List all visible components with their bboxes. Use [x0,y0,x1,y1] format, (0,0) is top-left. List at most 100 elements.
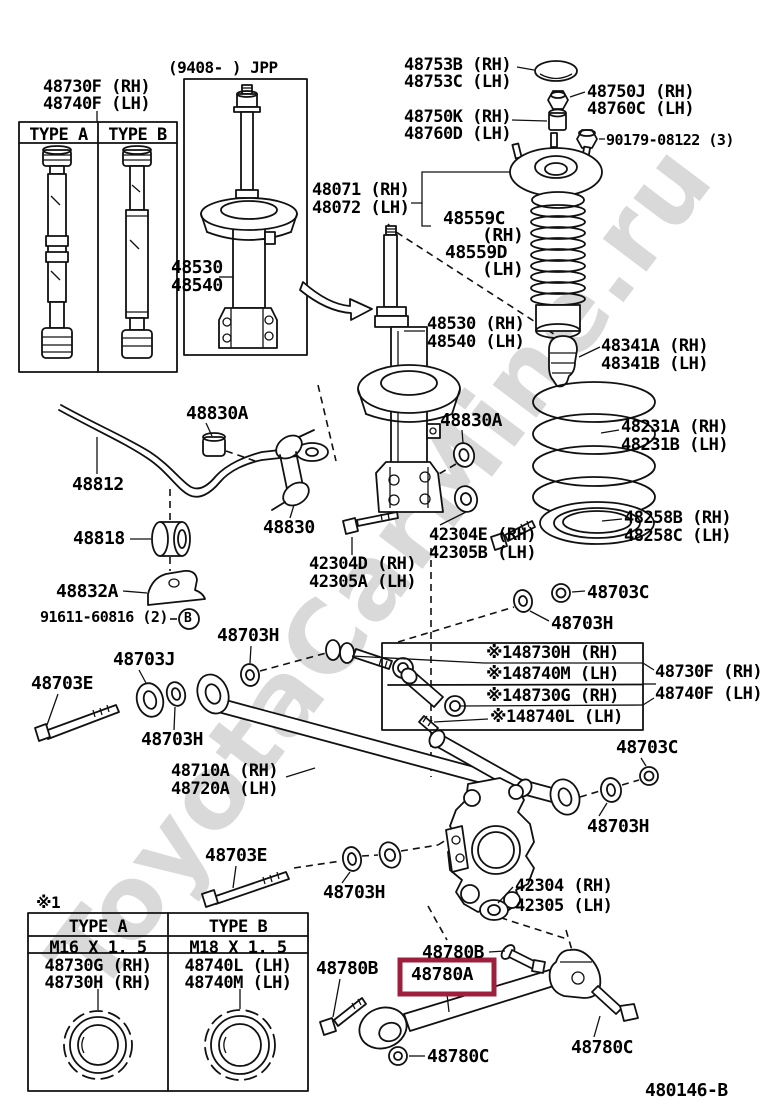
bottomleft-cell-b1: 48740L (LH) [184,956,292,976]
bottomleft-cell-b2: 48740M (LH) [184,973,292,993]
part-label-48703E-2: 48703E [205,845,268,866]
part-label-91611: 91611-60816 (2) [40,608,168,626]
nut-48703c-1 [551,583,571,603]
washer-48703h-4 [600,777,622,803]
part-label-48780B-R: 48780B [422,942,485,963]
topleft-header-type-b: TYPE B [108,125,167,145]
part-label-48559C-rh: (RH) [482,225,524,246]
part-label-box-row4: ※148740L (LH) [490,707,623,727]
part-label-48780C-R: 48780C [571,1037,634,1058]
bushing-42304e [453,485,479,513]
topleft-header-type-a: TYPE A [29,125,88,145]
part-label-42305: 42305 (LH) [515,896,613,916]
bolt-48703e-1 [34,693,120,742]
part-label-48710A: 48710A (RH) [171,761,279,781]
part-label-48540: 48540 (LH) [427,332,525,352]
part-label-48530: 48530 (RH) [427,314,525,334]
part-label-box-row3: ※148730G (RH) [486,686,619,706]
arm-end-bushing [549,778,581,816]
part-label-48750K: 48750K (RH) [404,107,512,127]
jpp-strut [200,84,298,349]
part-label-48832A: 48832A [56,581,119,602]
part-label-mark1: ※1 [36,893,61,912]
part-label-90179: 90179-08122 (3) [606,131,734,149]
bushing-48830a-right [452,442,476,468]
part-label-48830A-R: 48830A [440,410,503,431]
curved-arrow [299,281,373,321]
damper-type-b [121,145,153,359]
part-label-48341B: 48341B (LH) [601,354,709,374]
part-label-48703H-1: 48703H [551,613,614,634]
part-label-48760C: 48760C (LH) [587,99,695,119]
bolts-42304 [342,429,536,555]
strut-rod-48780a-group [319,944,639,1066]
part-label-48703C-1: 48703C [587,582,650,603]
bushing-48818 [130,521,191,557]
bolt-48703e-2 [201,865,290,908]
part-label-48780C-L: 48780C [427,1046,490,1067]
part-label-42304D: 42304D (RH) [309,554,417,574]
part-label-48830A-L: 48830A [186,403,249,424]
part-label-42304E: 42304E (RH) [429,525,537,545]
part-label-48559D: 48559D [445,242,508,263]
washer-48703h-1 [513,589,533,613]
top-left-table [18,111,178,373]
part-label-48730F-side: 48730F (RH) [655,662,760,682]
part-label-box-row2: ※148740M (LH) [486,664,619,684]
part-label-48753C: 48753C (LH) [404,72,512,92]
part-label-48341A: 48341A (RH) [601,336,709,356]
nut-48750j [547,90,569,110]
bottomleft-header-type-a: TYPE A [68,917,128,937]
part-label-48703C-2: 48703C [616,737,679,758]
circled-b-callout [178,608,200,630]
boot-48559 [530,191,586,339]
part-label-diagram-code: 480146-B [645,1080,728,1101]
strut-mount [509,132,603,197]
part-label-48258B: 48258B (RH) [624,508,732,528]
part-label-48559C: 48559C [443,208,506,229]
part-label-48750J: 48750J (RH) [587,82,695,102]
damper-type-a [41,145,73,359]
bottomleft-cell-a2: 48730H (RH) [44,973,152,993]
bottomleft-header-type-b: TYPE B [208,917,268,937]
washer-48703h-c [341,846,363,872]
washer-48703h-b [240,663,260,687]
part-label-42305B: 42305B (LH) [429,543,537,563]
bushing-small [378,841,402,869]
nut-48780c-left [388,1046,425,1066]
part-label-48780A[interactable]: 48780A [411,964,474,985]
part-label-48740F-side: 48740F (LH) [655,684,760,704]
bolt-42304d [342,511,399,555]
part-label-48231A: 48231A (RH) [621,417,729,437]
jpp-box [183,78,373,356]
bolt-48780b-left [319,978,367,1036]
bushing-48750k [548,112,567,131]
bushing-ring-type-a [63,1010,133,1080]
part-label-box-row1: ※148730H (RH) [486,643,619,663]
part-label-48760D: 48760D (LH) [404,124,512,144]
rod-clevis [548,948,602,999]
part-label-48540-box: 48540 [171,275,223,296]
bottomleft-cell-a1: 48730G (RH) [44,956,152,976]
bottomleft-size-b: M18 X 1. 5 [189,938,287,958]
bump-stop-48341 [548,335,601,388]
part-label-48258C: 48258C (LH) [624,526,732,546]
stabilizer-link-48830 [271,429,315,519]
part-label-48780B-L: 48780B [316,958,379,979]
part-label-48703H-3: 48703H [141,729,204,750]
part-label-48812: 48812 [72,474,124,495]
highlight-box [397,957,497,997]
main-strut-48530 [357,225,461,513]
knuckle-42304 [445,777,535,921]
part-label-48703H-5: 48703H [323,882,386,903]
bolt-48780b-right [488,944,546,974]
part-label-48753B: 48753B (RH) [404,55,512,75]
support-parts [411,60,605,227]
nut-48703c-2 [639,766,659,786]
part-label-48071: 48071 (RH) [312,180,410,200]
part-label-48703H-4: 48703H [587,816,650,837]
part-label-jpp: (9408- ) JPP [168,58,278,77]
